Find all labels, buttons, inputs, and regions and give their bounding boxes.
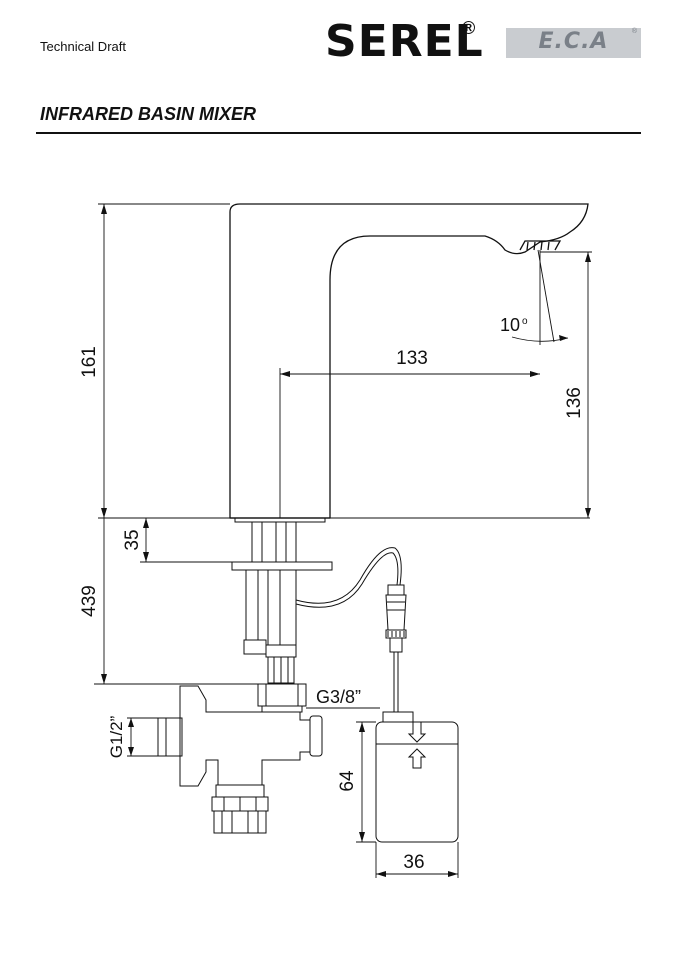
dim-connection-thread: G3/8”: [316, 687, 361, 707]
sensor-cable: [295, 547, 407, 712]
dim-total-height: 161: [79, 346, 100, 378]
serel-logo: SEREL: [325, 16, 484, 67]
dim-box-height: 64: [337, 770, 358, 792]
dim-mount-thickness: 35: [122, 529, 143, 550]
dim-reach: 133: [396, 348, 428, 369]
eca-logo-text: E.C.A: [538, 29, 609, 54]
angle-valve: [157, 683, 323, 834]
dim-spout-angle-unit: o: [522, 316, 528, 327]
page-title: INFRARED BASIN MIXER: [40, 104, 257, 124]
doc-type-label: Technical Draft: [40, 39, 126, 54]
eca-logo: E.C.A ®: [506, 28, 641, 58]
control-box: [375, 711, 459, 843]
eca-registered-mark: ®: [631, 28, 637, 35]
dim-box-width: 36: [403, 852, 424, 873]
mounting-assembly: [231, 517, 333, 684]
dim-hose-length: 439: [79, 585, 100, 617]
dim-spout-angle: 10: [500, 315, 520, 335]
registered-mark: ®: [462, 18, 476, 38]
arrow-up-icon: [407, 748, 427, 769]
title-divider: [36, 132, 641, 134]
dim-spout-height: 136: [564, 387, 585, 419]
dim-supply-thread: G1/2”: [107, 715, 126, 758]
dimension-arrowheads: [101, 204, 591, 877]
arrow-down-icon: [407, 721, 427, 743]
